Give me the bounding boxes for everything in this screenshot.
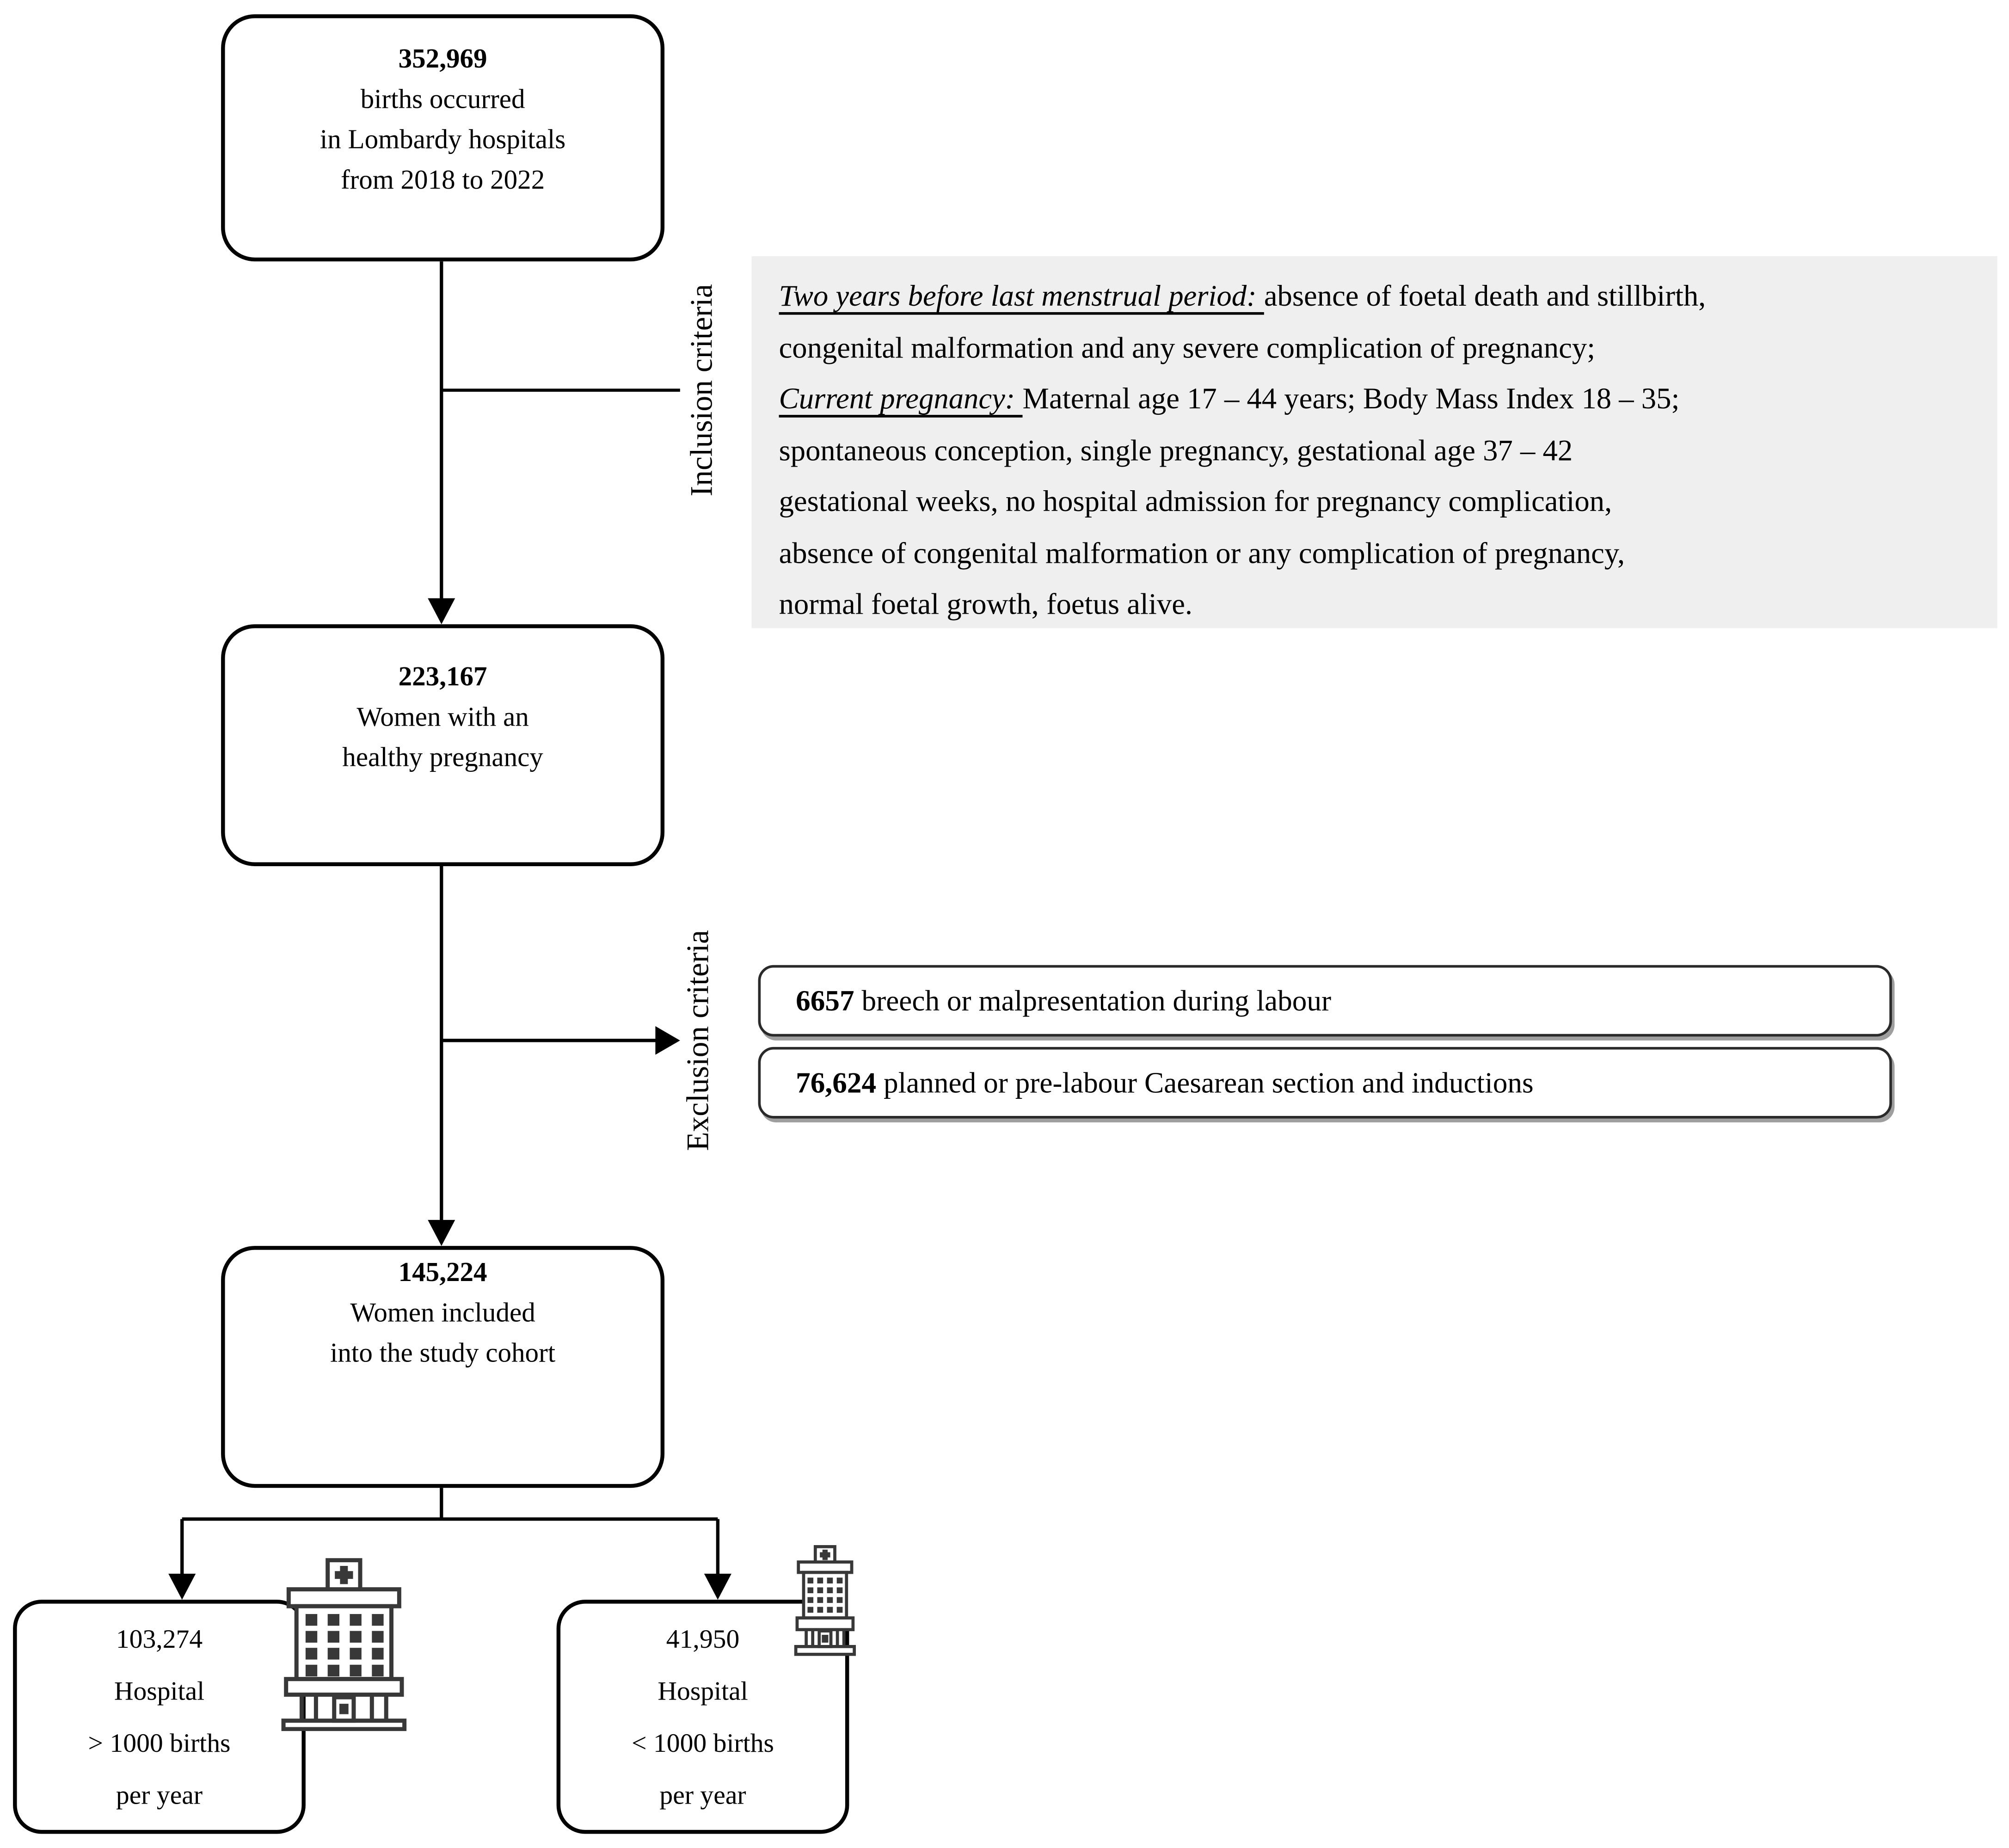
arrowhead-down-icon bbox=[168, 1573, 196, 1600]
box-small-hospital-line: per year bbox=[659, 1781, 746, 1811]
exclusion-breech-count: 6657 bbox=[796, 984, 854, 1017]
box-healthy-pregnancy: 223,167 Women with an healthy pregnancy bbox=[221, 624, 665, 866]
exclusion-box-breech: 6657 breech or malpresentation during la… bbox=[758, 965, 1892, 1037]
box-healthy-pregnancy-count: 223,167 bbox=[398, 660, 487, 692]
box-study-cohort: 145,224 Women included into the study co… bbox=[221, 1246, 665, 1488]
arrowhead-down-icon bbox=[428, 1220, 455, 1246]
exclusion-box-caesarean: 76,624 planned or pre-labour Caesarean s… bbox=[758, 1047, 1892, 1119]
box-total-births-count: 352,969 bbox=[398, 43, 487, 74]
box-large-hospital-line: > 1000 births bbox=[88, 1730, 231, 1759]
inclusion-criteria-label: Inclusion criteria bbox=[686, 284, 720, 497]
hospital-building-icon bbox=[794, 1545, 856, 1656]
box-large-hospital: 103,274 Hospital > 1000 births per year bbox=[13, 1600, 306, 1834]
box-large-hospital-line: per year bbox=[116, 1781, 203, 1811]
box-large-hospital-count: 103,274 bbox=[116, 1626, 203, 1655]
box-healthy-pregnancy-line: healthy pregnancy bbox=[342, 741, 543, 773]
criteria-text-segment: Maternal age 17 – 44 years; Body Mass In… bbox=[779, 382, 1680, 621]
exclusion-caesarean-count: 76,624 bbox=[796, 1066, 877, 1099]
box-total-births-line: births occurred bbox=[360, 83, 525, 115]
criteria-text-segment: absence of foetal death and stillbirth, … bbox=[779, 279, 1706, 364]
box-large-hospital-line: Hospital bbox=[114, 1677, 205, 1706]
box-small-hospital: 41,950 Hospital < 1000 births per year bbox=[556, 1600, 849, 1834]
exclusion-breech-text: breech or malpresentation during labour bbox=[854, 984, 1332, 1017]
exclusion-caesarean-text: planned or pre-labour Caesarean section … bbox=[876, 1066, 1534, 1099]
box-total-births-line: from 2018 to 2022 bbox=[340, 164, 545, 195]
criteria-heading-segment: Current pregnancy: bbox=[779, 382, 1023, 415]
box-study-cohort-count: 145,224 bbox=[398, 1256, 487, 1288]
box-small-hospital-count: 41,950 bbox=[666, 1626, 740, 1655]
box-small-hospital-line: Hospital bbox=[657, 1677, 748, 1706]
hospital-building-icon bbox=[281, 1558, 407, 1731]
box-study-cohort-line: into the study cohort bbox=[330, 1337, 556, 1368]
arrowhead-down-icon bbox=[704, 1573, 731, 1600]
exclusion-criteria-label: Exclusion criteria bbox=[682, 930, 716, 1151]
arrowhead-down-icon bbox=[428, 598, 455, 624]
inclusion-criteria-panel: Two years before last menstrual period: … bbox=[751, 256, 1997, 628]
box-healthy-pregnancy-line: Women with an bbox=[356, 701, 529, 733]
box-total-births-line: in Lombardy hospitals bbox=[319, 123, 566, 155]
criteria-heading-segment: Two years before last menstrual period: bbox=[779, 279, 1264, 312]
box-total-births: 352,969 births occurred in Lombardy hosp… bbox=[221, 14, 665, 262]
box-small-hospital-line: < 1000 births bbox=[632, 1730, 774, 1759]
arrowhead-right-icon bbox=[655, 1026, 680, 1055]
box-study-cohort-line: Women included bbox=[350, 1296, 535, 1328]
